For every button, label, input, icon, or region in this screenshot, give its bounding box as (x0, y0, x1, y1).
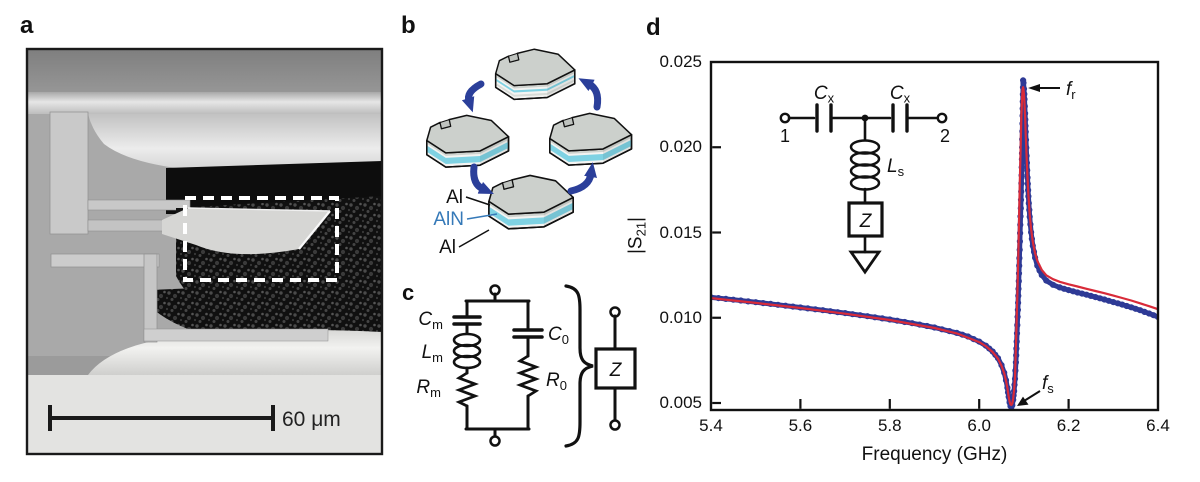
panel-c-label: c (402, 280, 415, 305)
arrow-left-to-bottom-icon (470, 163, 494, 194)
sem-micrograph: 60 μm (25, 47, 384, 456)
svg-text:fs: fs (1042, 373, 1054, 396)
layer-label-al-bottom: Al (439, 237, 456, 258)
layer-cycle-diagram: Al AlN Al (426, 48, 633, 258)
fr-arrow-icon (1028, 84, 1040, 92)
sem-top-electrode (88, 114, 383, 172)
fr-annotation: fr (1028, 79, 1076, 102)
sem-dashed-roi-box (183, 196, 339, 282)
scale-bar: 60 μm (48, 405, 341, 431)
label-z-box: Z (609, 360, 623, 381)
layer-label-al-top: Al (446, 187, 463, 208)
sem-feed-bar (49, 111, 89, 235)
label-cx2: Cx (890, 83, 911, 106)
sem-paddle (162, 208, 330, 255)
plot-frame (709, 60, 1160, 412)
fit-curve-red (711, 86, 1158, 407)
label-inset-z: Z (859, 211, 873, 232)
slab-expanded-right (549, 112, 633, 166)
x-tick-label: 6.2 (1056, 416, 1081, 435)
arrow-bottom-to-right-icon (567, 162, 597, 195)
inset-circuit (779, 103, 948, 275)
x-tick-label: 6.4 (1146, 416, 1170, 435)
scale-bar-label: 60 μm (282, 408, 341, 431)
tick-marks (712, 146, 1070, 409)
y-tick-label: 0.025 (659, 52, 702, 71)
slab-contracted (494, 48, 576, 101)
label-cx1: Cx (814, 83, 835, 106)
x-tick-label: 5.6 (788, 416, 813, 435)
slab-expanded-bottom (488, 174, 574, 230)
panel-b-label: b (401, 12, 416, 39)
y-tick-label: 0.005 (659, 393, 702, 412)
data-markers-blue (711, 77, 1158, 410)
sem-frame (25, 47, 384, 456)
bvd-circuit-diagram: Cm Lm Rm C0 R0 Z (416, 284, 637, 448)
label-ls: Ls (887, 156, 905, 179)
arrow-right-to-top-icon (578, 78, 602, 111)
y-tick-label: 0.015 (659, 222, 702, 242)
x-axis-title: Frequency (GHz) (861, 444, 1008, 465)
panel-a-label: a (20, 12, 34, 39)
s21-plot: Cx Cx 1 2 Ls Z fr fs (709, 60, 1160, 412)
layer-label-aln: AlN (433, 209, 464, 230)
cycle-arrows (461, 78, 602, 195)
label-lm: Lm (422, 342, 443, 365)
x-tick-label: 5.4 (699, 416, 723, 435)
svg-text:fr: fr (1066, 79, 1076, 102)
label-rm: Rm (416, 377, 441, 400)
data-curve-blue (711, 77, 1158, 410)
fs-arrow-icon (1017, 396, 1029, 406)
panel-d-label: d (646, 14, 661, 41)
x-tick-label: 5.8 (877, 416, 902, 435)
label-c0: C0 (548, 324, 569, 347)
label-r0: R0 (546, 370, 567, 393)
fs-annotation: fs (1017, 373, 1054, 406)
ground-icon (848, 250, 882, 275)
y-tick-label: 0.020 (659, 137, 702, 157)
label-port2: 2 (940, 126, 950, 146)
sem-substrate-ledge (26, 375, 383, 455)
y-tick-label: 0.010 (659, 307, 702, 327)
brace-icon (564, 284, 594, 448)
label-cm: Cm (418, 309, 443, 332)
slab-expanded-left (426, 114, 510, 168)
arrow-top-to-left-icon (461, 80, 485, 113)
label-port1: 1 (780, 126, 790, 146)
x-tick-label: 6.0 (967, 416, 991, 435)
